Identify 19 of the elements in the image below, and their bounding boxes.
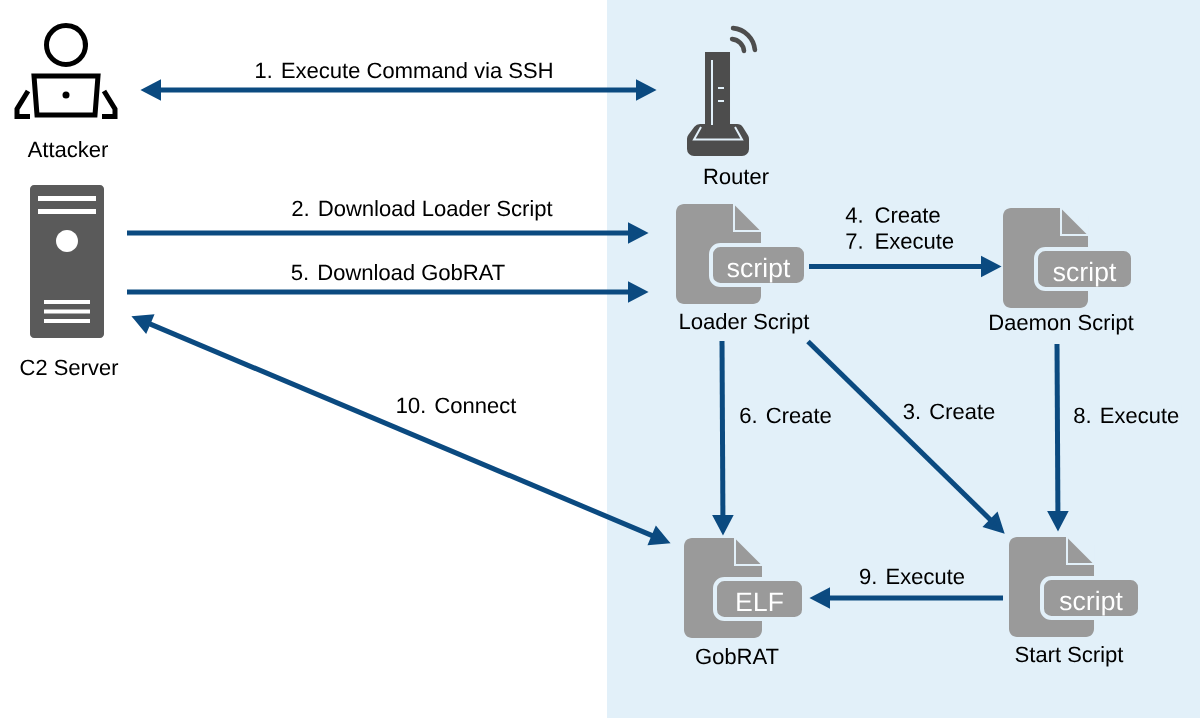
edge-label: 6. Create bbox=[737, 405, 834, 426]
edge-label: 5. Download GobRAT bbox=[288, 262, 508, 283]
node-caption: GobRAT bbox=[696, 648, 779, 665]
edge-label: 1. Execute Command via SSH bbox=[252, 60, 556, 81]
file-type-tag: script bbox=[1040, 576, 1142, 620]
node-caption: Daemon Script bbox=[990, 314, 1134, 335]
edge-label: 10. Connect bbox=[393, 395, 519, 416]
node-caption: Start Script bbox=[1015, 646, 1124, 667]
file-type-tag: script bbox=[709, 243, 808, 287]
edge-label: 9. Execute bbox=[857, 566, 967, 587]
edge-label: 2. Download Loader Script bbox=[289, 198, 555, 223]
node-caption: Router bbox=[704, 168, 769, 185]
node-caption: C2 Server bbox=[20, 359, 119, 376]
node-caption: Attacker bbox=[27, 141, 108, 158]
node-caption: Loader Script bbox=[680, 313, 810, 334]
file-type-tag: ELF bbox=[713, 577, 806, 621]
file-type-tag: script bbox=[1034, 247, 1135, 291]
edge-label: 4. Create 7. Execute bbox=[843, 205, 957, 251]
edge-label: 8. Execute bbox=[1071, 405, 1182, 426]
